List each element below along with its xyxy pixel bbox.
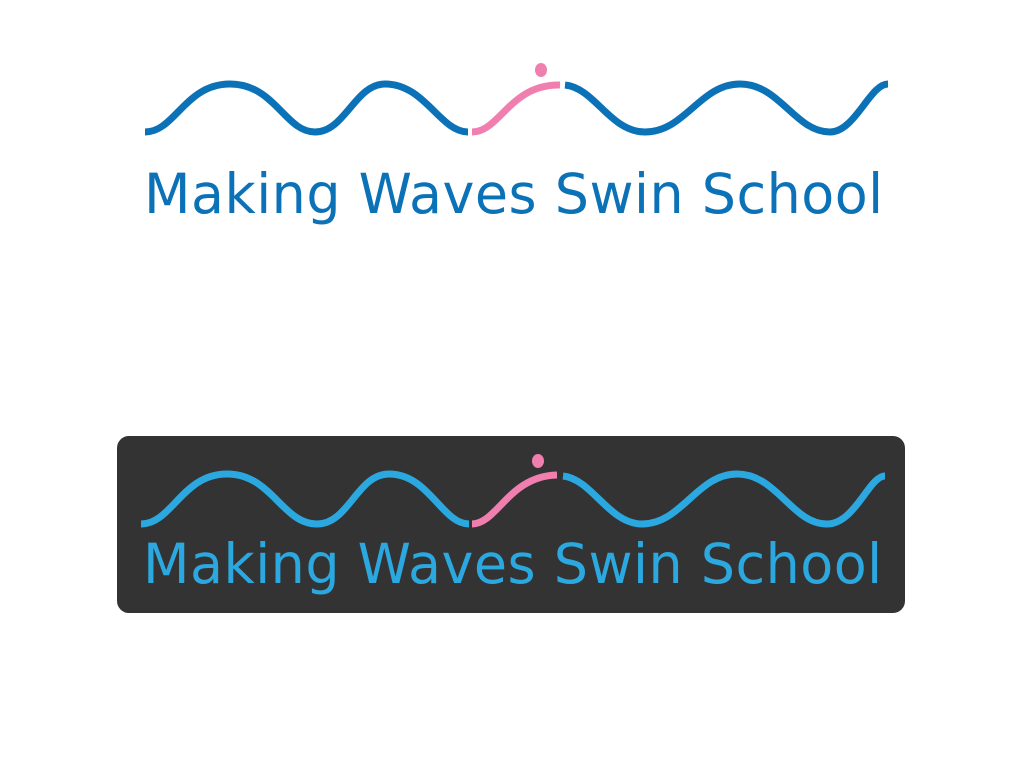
logo-title: Making Waves Swin School — [144, 162, 884, 226]
wave-graphic — [140, 454, 886, 528]
wave-graphic — [144, 63, 889, 136]
swimmer-head-icon — [535, 63, 547, 77]
logo-light-variant: Making Waves Swin School — [140, 58, 900, 238]
swimmer-body-icon — [471, 81, 561, 136]
swimmer-body-icon — [471, 471, 558, 528]
logo-dark-variant: Making Waves Swin School — [117, 436, 905, 613]
logo-title: Making Waves Swin School — [143, 532, 883, 596]
swimmer-head-icon — [532, 454, 544, 468]
wave-right-icon — [562, 470, 886, 528]
wave-left-icon — [144, 80, 469, 136]
wave-left-icon — [140, 470, 470, 528]
wave-right-icon — [564, 80, 889, 136]
